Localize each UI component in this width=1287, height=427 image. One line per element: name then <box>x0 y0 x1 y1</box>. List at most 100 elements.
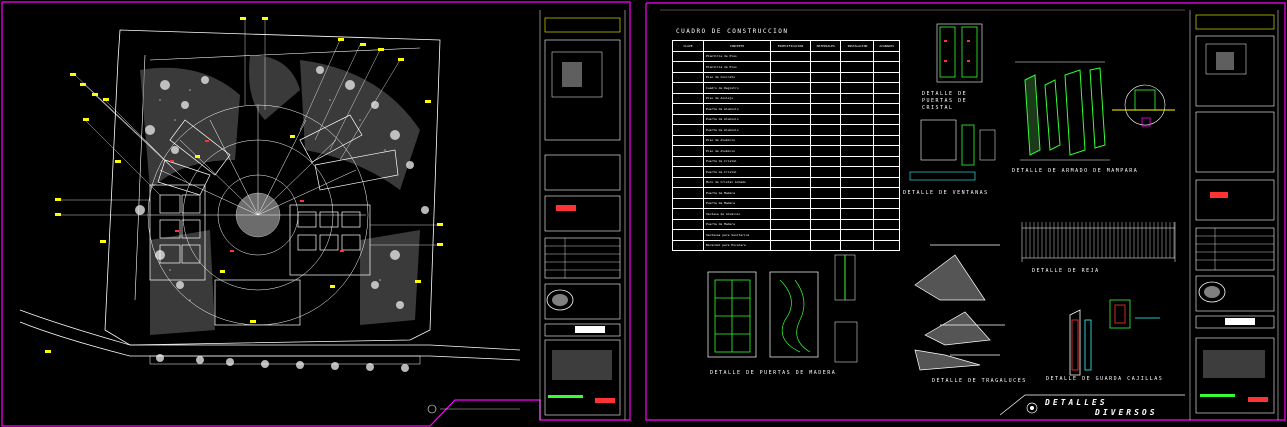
seal-logo-icon <box>546 289 574 311</box>
table-cell: Barandal para Escalera <box>703 239 771 251</box>
table-row: Piso de Concreto <box>672 71 900 83</box>
table-cell: Puerta de Madera <box>703 187 771 199</box>
table-cell <box>873 208 900 220</box>
table-cell: Puerta de Cristal <box>703 166 771 178</box>
table-cell <box>840 82 875 94</box>
guarda-cajillas-drawing <box>1069 299 1160 376</box>
table-header-row: CLAVE CONCEPTO ESPECIFICACION MATERIALES… <box>672 40 900 52</box>
table-cell <box>672 134 704 146</box>
table-cell <box>873 145 900 157</box>
table-cell <box>840 50 875 62</box>
table-cell <box>840 71 875 83</box>
seal-logo-icon <box>1198 281 1226 303</box>
table-cell <box>770 113 811 125</box>
table-cell <box>873 134 900 146</box>
sheet-label-detalles: DETALLES <box>1045 398 1108 407</box>
table-cell <box>809 218 842 230</box>
yellow-tag <box>45 17 443 353</box>
table-cell <box>770 239 811 251</box>
sheet-right <box>645 2 1286 421</box>
table-cell <box>672 103 704 115</box>
table-cell <box>840 134 875 146</box>
table-row: Plantilla de Piso <box>672 61 900 73</box>
table-cell <box>809 50 842 62</box>
table-cell <box>770 134 811 146</box>
table-cell: Piso de Azulejo <box>703 92 771 104</box>
mampara-drawing <box>1024 67 1106 156</box>
table-cell <box>873 239 900 251</box>
north-arrow-icon <box>1026 402 1038 414</box>
table-cell <box>840 197 875 209</box>
table-cell <box>672 124 704 136</box>
table-cell <box>873 155 900 167</box>
table-cell <box>809 103 842 115</box>
table-cell <box>840 166 875 178</box>
table-cell <box>809 187 842 199</box>
table-cell: Puerta de Madera <box>703 218 771 230</box>
table-cell <box>672 50 704 62</box>
table-cell <box>672 218 704 230</box>
col-header: CLAVE <box>672 40 704 52</box>
caption-puertas-madera: DETALLE DE PUERTAS DE MADERA <box>710 370 837 376</box>
table-cell <box>770 208 811 220</box>
table-cell <box>873 218 900 230</box>
table-cell <box>873 187 900 199</box>
table-cell <box>809 124 842 136</box>
site-boundary <box>104 29 441 346</box>
table-row: Muro de Cristal Armado <box>672 176 900 188</box>
table-cell <box>840 113 875 125</box>
table-cell <box>873 50 900 62</box>
table-cell <box>672 92 704 104</box>
table-cell <box>840 124 875 136</box>
table-cell <box>770 187 811 199</box>
table-cell <box>672 145 704 157</box>
table-cell <box>840 145 875 157</box>
table-cell <box>809 166 842 178</box>
table-row: Piso de Azulejo <box>672 92 900 104</box>
table-cell: Piso de Aluminio <box>703 134 771 146</box>
table-cell: Piso de Concreto <box>703 71 771 83</box>
table-row: Puerta de Madera <box>672 197 900 209</box>
table-cell <box>873 124 900 136</box>
table-cell <box>809 155 842 167</box>
table-cell <box>873 82 900 94</box>
table-cell <box>840 155 875 167</box>
caption-puertas-cristal: DETALLE DE PUERTAS DE CRISTAL <box>922 91 968 111</box>
table-row: Plantilla de Piso <box>672 50 900 62</box>
table-row: Puerta de Aluminio <box>672 124 900 136</box>
table-cell <box>770 218 811 230</box>
radial-plaza <box>147 104 369 326</box>
construction-table: CLAVE CONCEPTO ESPECIFICACION MATERIALES… <box>672 40 900 251</box>
table-cell <box>873 71 900 83</box>
table-cell <box>770 124 811 136</box>
table-row: Puerta de Cristal <box>672 155 900 167</box>
table-cell: Piso de Aluminio <box>703 145 771 157</box>
table-cell <box>770 176 811 188</box>
table-cell <box>809 239 842 251</box>
table-cell: Puerta de Cristal <box>703 155 771 167</box>
table-cell <box>770 197 811 209</box>
table-cell <box>840 176 875 188</box>
table-cell <box>672 229 704 241</box>
table-cell <box>809 229 842 241</box>
table-cell <box>809 71 842 83</box>
table-cell <box>873 166 900 178</box>
table-cell <box>770 71 811 83</box>
table-cell <box>770 92 811 104</box>
caption-mampara: DETALLE DE ARMADO DE MAMPARA <box>1012 168 1139 174</box>
table-row: Cuadro de Registro <box>672 82 900 94</box>
table-cell: Puerta de Aluminio <box>703 124 771 136</box>
table-cell: Plantilla de Piso <box>703 61 771 73</box>
caption-reja: DETALLE DE REJA <box>1032 268 1100 274</box>
col-header: MATERIALES <box>809 40 842 52</box>
table-row: Puerta de Madera <box>672 218 900 230</box>
table-cell <box>770 229 811 241</box>
table-cell <box>672 155 704 167</box>
table-cell <box>873 61 900 73</box>
table-cell <box>873 197 900 209</box>
table-cell <box>809 82 842 94</box>
table-cell <box>672 82 704 94</box>
table-row: Ventanas para Sanitarios <box>672 229 900 241</box>
table-row: Ventana de Aluminio <box>672 208 900 220</box>
